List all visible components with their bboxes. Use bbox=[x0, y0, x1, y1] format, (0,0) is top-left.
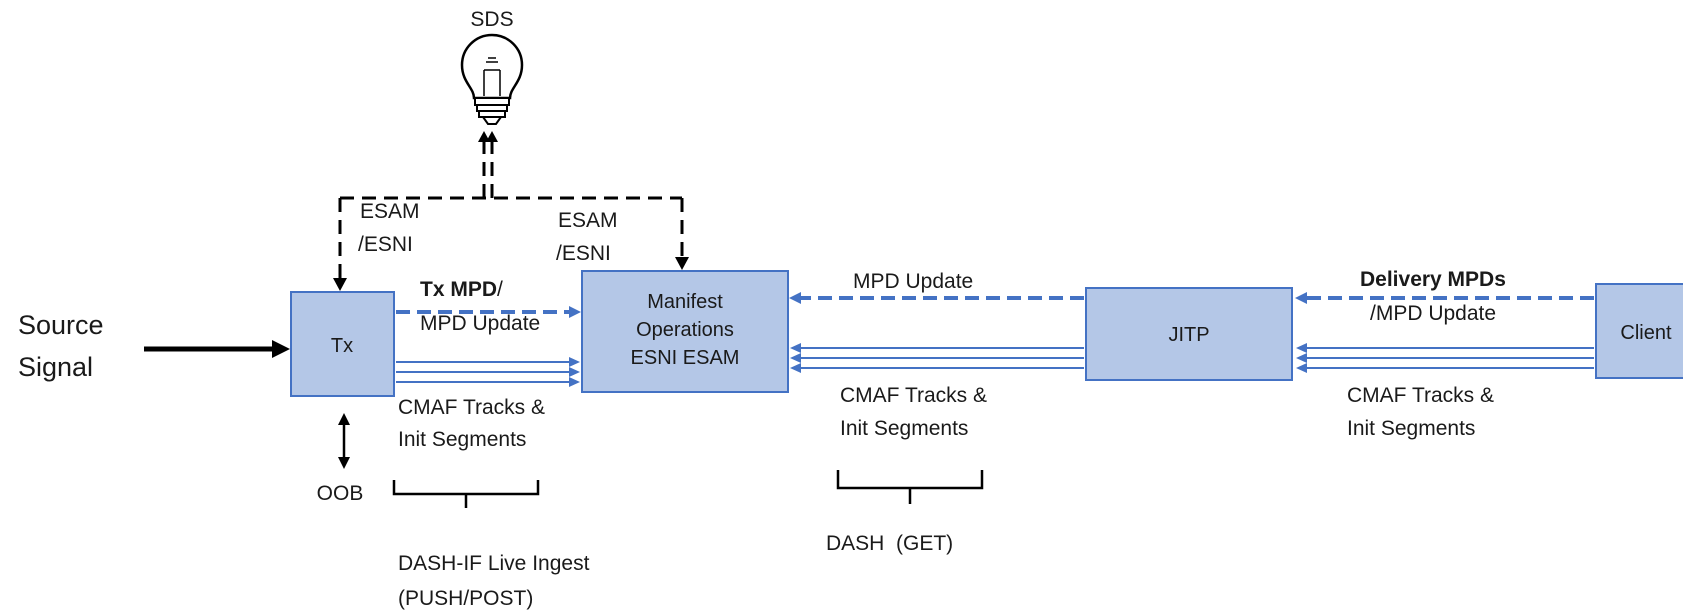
cmaf-right-line-2: Init Segments bbox=[1347, 417, 1475, 440]
cmaf-middle-line-1: CMAF Tracks & bbox=[840, 384, 987, 407]
ingest-brace bbox=[392, 480, 540, 508]
oob-label: OOB bbox=[317, 482, 364, 505]
cmaf-left-line-2: Init Segments bbox=[398, 428, 526, 451]
esam-left-line-1: ESAM bbox=[360, 200, 420, 223]
tx-node: Tx bbox=[290, 291, 395, 397]
dash-get-label: DASH (GET) bbox=[826, 532, 953, 555]
jitp-node: JITP bbox=[1085, 287, 1293, 381]
tx-cmaf-tracks-flow bbox=[396, 357, 580, 387]
cmaf-middle-line-2: Init Segments bbox=[840, 417, 968, 440]
sds-label: SDS bbox=[470, 8, 513, 31]
ingest-label-line-1: DASH-IF Live Ingest bbox=[398, 552, 590, 575]
tx-mpd-slash: / bbox=[497, 278, 503, 301]
mpd-update-mid-label: MPD Update bbox=[853, 270, 973, 293]
tx-label: Tx bbox=[331, 335, 353, 357]
esam-right-line-2: /ESNI bbox=[556, 242, 611, 265]
oob-arrow: OOB bbox=[317, 413, 364, 505]
sds-node: SDS bbox=[460, 8, 524, 125]
esam-left-line-2: /ESNI bbox=[358, 233, 413, 256]
tx-mpd-flow bbox=[396, 306, 581, 318]
delivery-mpds-flow bbox=[1295, 292, 1594, 304]
lightbulb-icon bbox=[460, 33, 524, 125]
delivery-mpds-bold: Delivery MPDs bbox=[1360, 268, 1506, 291]
source-signal-line-1: Source bbox=[18, 310, 104, 340]
client-node: Client bbox=[1595, 283, 1683, 379]
delivery-mpds-line-2: /MPD Update bbox=[1370, 302, 1496, 325]
source-signal-line-2: Signal bbox=[18, 352, 93, 382]
esam-connections bbox=[333, 131, 689, 291]
tx-mpd-update-label: MPD Update bbox=[420, 312, 540, 335]
cmaf-right-line-1: CMAF Tracks & bbox=[1347, 384, 1494, 407]
client-cmaf-tracks-flow bbox=[1296, 343, 1594, 373]
manifest-operations-line-3: ESNI ESAM bbox=[631, 347, 740, 369]
jitp-cmaf-tracks-flow bbox=[790, 343, 1084, 373]
manifest-operations-line-1: Manifest bbox=[647, 291, 723, 313]
manifest-operations-node: Manifest Operations ESNI ESAM bbox=[581, 270, 789, 393]
jitp-mpd-update-flow bbox=[789, 292, 1084, 304]
source-signal: Source Signal bbox=[18, 310, 290, 382]
client-label: Client bbox=[1620, 322, 1672, 344]
jitp-label: JITP bbox=[1168, 324, 1209, 346]
manifest-operations-line-2: Operations bbox=[636, 319, 734, 341]
tx-mpd-label: Tx MPD/ bbox=[420, 278, 503, 301]
esam-right-line-1: ESAM bbox=[558, 209, 618, 232]
tx-mpd-bold: Tx MPD bbox=[420, 278, 497, 301]
ingest-label-line-2: (PUSH/POST) bbox=[398, 587, 533, 610]
dash-get-brace bbox=[836, 470, 984, 504]
cmaf-left-line-1: CMAF Tracks & bbox=[398, 396, 545, 419]
